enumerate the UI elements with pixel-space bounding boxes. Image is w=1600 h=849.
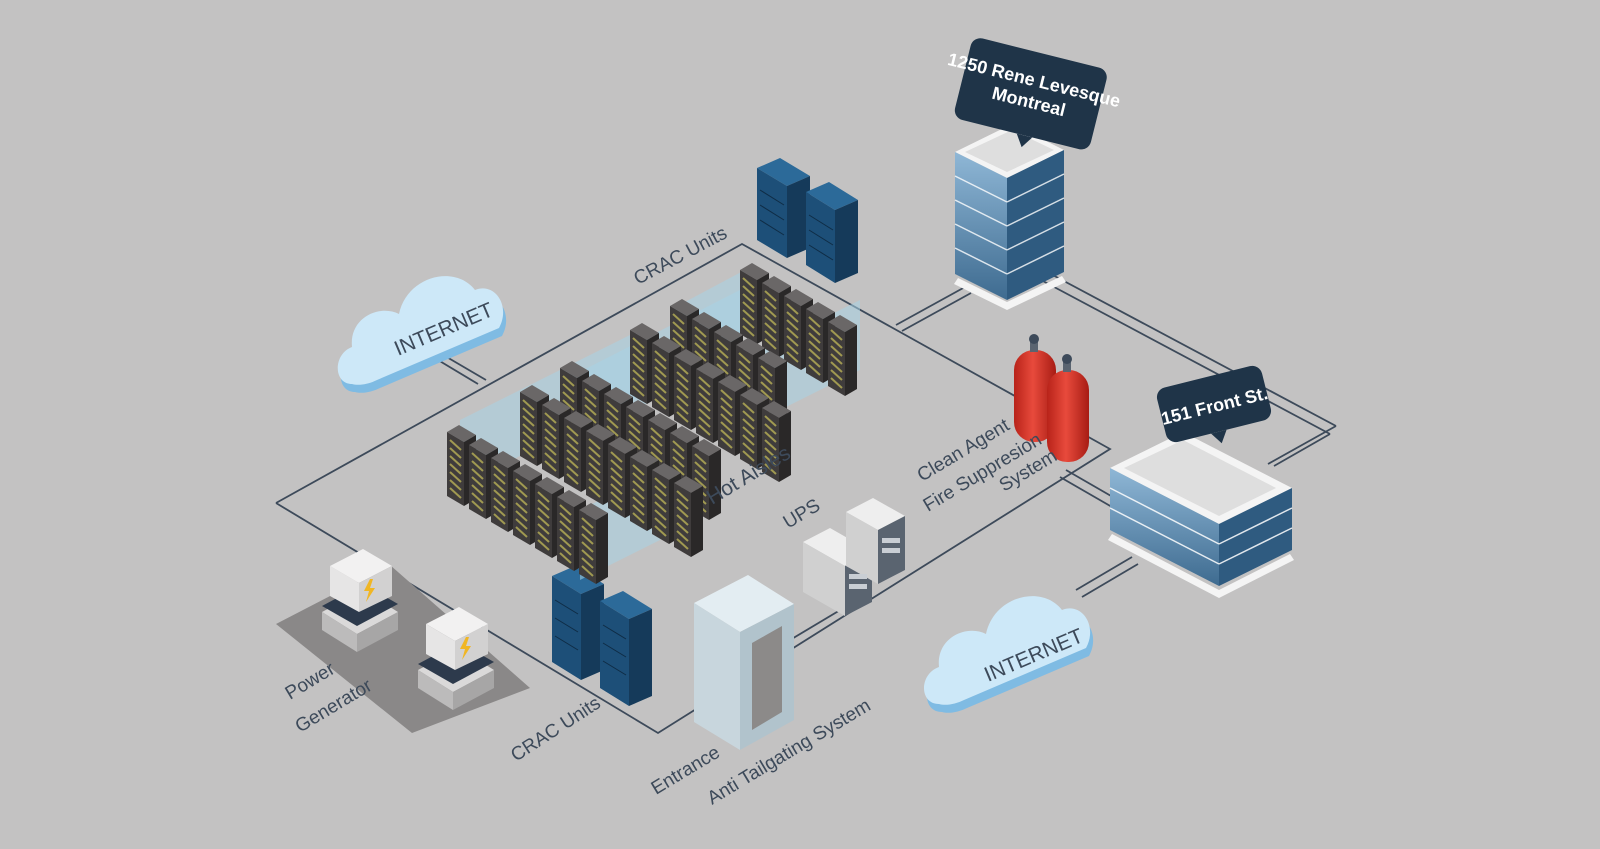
internet-cloud-left: INTERNET bbox=[337, 276, 507, 393]
crac-bottom-label: CRAC Units bbox=[507, 693, 604, 766]
bolt-icon bbox=[364, 579, 375, 602]
power-generator bbox=[276, 549, 530, 733]
internet-cloud-right: INTERNET bbox=[924, 596, 1094, 713]
ups-units bbox=[803, 498, 905, 616]
generator-unit-1 bbox=[322, 549, 398, 652]
entrance-booth bbox=[694, 575, 794, 750]
crac-units-top bbox=[757, 158, 858, 283]
link-montreal-frontst bbox=[1046, 271, 1337, 427]
crac-units-bottom bbox=[552, 566, 652, 706]
building-montreal bbox=[954, 124, 1066, 310]
hot-aisles bbox=[447, 263, 860, 584]
ups-label: UPS bbox=[780, 495, 824, 533]
fire-suppression-tanks bbox=[1014, 334, 1089, 462]
server-rack bbox=[674, 476, 703, 557]
link-montreal bbox=[895, 286, 966, 326]
link-internet-left bbox=[437, 359, 479, 385]
link-frontst bbox=[1065, 469, 1119, 501]
bolt-icon bbox=[460, 637, 471, 660]
server-rack bbox=[828, 315, 857, 396]
link-internet-right bbox=[1075, 556, 1133, 591]
server-rack bbox=[579, 503, 608, 584]
crac-top-label: CRAC Units bbox=[630, 223, 730, 290]
generator-unit-2 bbox=[418, 607, 494, 710]
server-rack bbox=[762, 401, 791, 482]
building-front-st bbox=[1108, 432, 1294, 598]
datacenter-outline bbox=[275, 242, 1112, 735]
callout-front-st: 151 Front St. bbox=[1156, 365, 1272, 444]
